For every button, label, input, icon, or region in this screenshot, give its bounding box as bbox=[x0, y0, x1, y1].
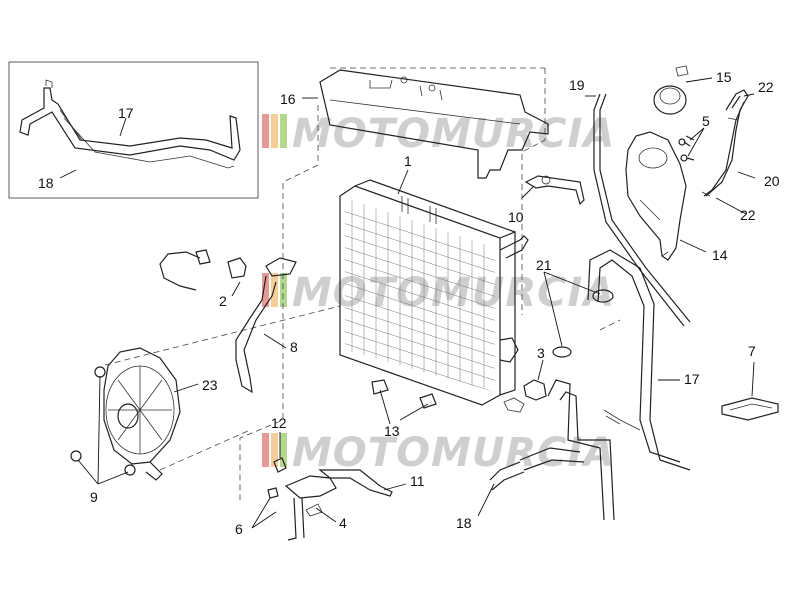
label-3: 3 bbox=[537, 345, 545, 361]
label-20: 20 bbox=[764, 173, 780, 189]
tank-cap bbox=[653, 65, 689, 115]
overflow-hose bbox=[593, 93, 691, 327]
assembly-dashed-lines bbox=[104, 67, 621, 500]
leader-lines bbox=[59, 77, 756, 529]
lower-mounting-brackets bbox=[267, 457, 393, 541]
label-9: 9 bbox=[90, 489, 98, 505]
breather-hose bbox=[701, 89, 749, 197]
tank-screws bbox=[678, 135, 695, 162]
label-5: 5 bbox=[702, 113, 710, 129]
label-18-inset: 18 bbox=[38, 175, 54, 191]
label-4: 4 bbox=[339, 515, 347, 531]
watermark-top: MOTOMURCIA bbox=[262, 111, 615, 157]
hose-clamps bbox=[552, 289, 614, 358]
inset-box bbox=[8, 61, 259, 199]
label-2: 2 bbox=[219, 293, 227, 309]
watermark-stripe-red bbox=[262, 114, 269, 148]
label-17-inset: 17 bbox=[118, 105, 134, 121]
radiator-shroud bbox=[319, 69, 549, 179]
label-19: 19 bbox=[569, 77, 585, 93]
rectangular-pad bbox=[721, 397, 779, 421]
rubber-grommets bbox=[371, 379, 437, 409]
label-13: 13 bbox=[384, 423, 400, 439]
temperature-sensor bbox=[503, 379, 547, 413]
label-21: 21 bbox=[536, 257, 552, 273]
label-12: 12 bbox=[271, 415, 287, 431]
label-23: 23 bbox=[202, 377, 218, 393]
watermark-stripe-orange bbox=[271, 114, 278, 148]
fan-switch-wire bbox=[159, 249, 247, 291]
label-22-bottom: 22 bbox=[740, 207, 756, 223]
label-22-top: 22 bbox=[758, 79, 774, 95]
label-1: 1 bbox=[404, 153, 412, 169]
part-number-labels: 1 2 3 4 5 6 7 8 9 10 11 12 13 14 15 16 1… bbox=[38, 69, 780, 537]
bracket bbox=[524, 175, 585, 206]
side-bracket bbox=[235, 257, 297, 394]
label-14: 14 bbox=[712, 247, 728, 263]
lower-hose-assembly bbox=[489, 249, 691, 521]
watermark-middle: MOTOMURCIA bbox=[262, 270, 615, 316]
label-17: 17 bbox=[684, 371, 700, 387]
label-10: 10 bbox=[508, 209, 524, 225]
label-11: 11 bbox=[410, 473, 425, 489]
watermark-text: MOTOMURCIA bbox=[292, 430, 615, 476]
label-18: 18 bbox=[456, 515, 472, 531]
watermark-stripe-green bbox=[280, 114, 287, 148]
radiator bbox=[339, 179, 529, 406]
label-8: 8 bbox=[290, 339, 298, 355]
label-16: 16 bbox=[280, 91, 296, 107]
watermark-text: MOTOMURCIA bbox=[292, 111, 615, 157]
watermark-bottom: MOTOMURCIA bbox=[262, 430, 615, 476]
cooling-fan bbox=[103, 347, 181, 481]
label-6: 6 bbox=[235, 521, 243, 537]
watermark-text: MOTOMURCIA bbox=[292, 270, 615, 316]
label-7: 7 bbox=[748, 343, 756, 359]
label-15: 15 bbox=[716, 69, 732, 85]
expansion-tank bbox=[625, 131, 687, 261]
